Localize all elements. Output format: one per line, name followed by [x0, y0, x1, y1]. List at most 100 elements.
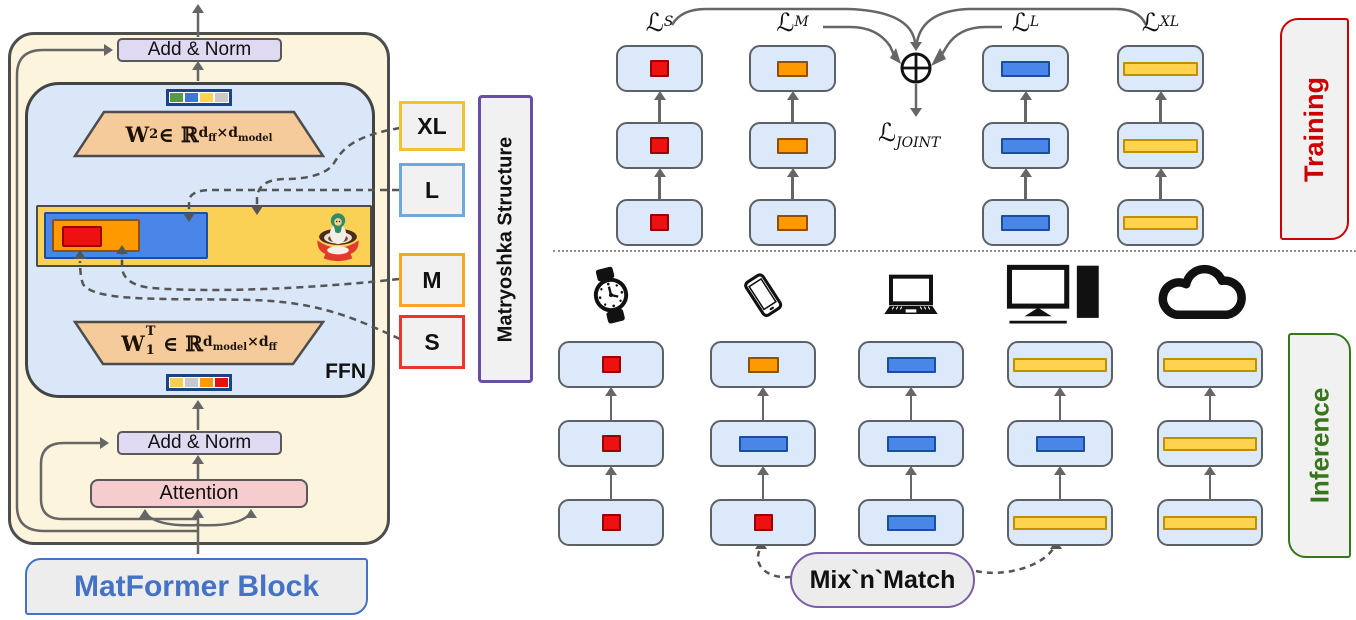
- up-arrow: [1117, 91, 1204, 123]
- granularity-bar-l: [886, 356, 936, 373]
- training-column: [749, 45, 836, 246]
- size-label-text: S: [424, 328, 440, 355]
- model-block-l: [858, 420, 964, 467]
- attention-box: Attention: [90, 479, 308, 508]
- model-block-xl: [1117, 199, 1204, 246]
- up-arrow: [558, 387, 664, 421]
- inference-section-label: Inference: [1304, 387, 1335, 504]
- model-block-s: [710, 499, 816, 546]
- model-block-xl: [1157, 420, 1263, 467]
- inference-column: [858, 341, 964, 546]
- granularity-bar-l: [1001, 60, 1050, 77]
- granularity-bar-m: [777, 60, 808, 77]
- model-block-m: [749, 199, 836, 246]
- granularity-bar-l: [738, 435, 788, 452]
- add-norm-top-label: Add & Norm: [147, 39, 252, 60]
- size-label-s: S: [399, 315, 465, 369]
- matryoshka-structure-box: Matryoshka Structure: [478, 95, 533, 383]
- smartwatch-icon: [584, 266, 638, 324]
- up-arrow: [616, 168, 703, 200]
- granularity-bar-l: [1001, 137, 1050, 154]
- granularity-bar-s: [650, 214, 669, 231]
- loss-wiring: [670, 7, 1148, 108]
- cloud-icon: [1150, 257, 1270, 325]
- training-column: [982, 45, 1069, 246]
- size-label-l: L: [399, 163, 465, 217]
- model-block-l: [982, 45, 1069, 92]
- up-arrow: [616, 91, 703, 123]
- inference-column: [1007, 341, 1113, 546]
- loss-wiring-heads: [890, 42, 946, 117]
- up-arrow: [1157, 387, 1263, 421]
- up-arrow: [558, 466, 664, 500]
- granularity-bar-s: [650, 137, 669, 154]
- matformer-block-title: MatFormer Block: [25, 558, 368, 615]
- inference-column: [710, 341, 816, 546]
- smartphone-icon: [737, 268, 789, 324]
- granularity-bar-m: [747, 356, 779, 373]
- training-section-label: Training: [1299, 76, 1330, 182]
- model-block-xl: [1007, 341, 1113, 388]
- inference-column: [558, 341, 664, 546]
- add-norm-top-box: Add & Norm: [117, 38, 282, 62]
- model-block-xl: [1007, 499, 1113, 546]
- granularity-bar-s: [601, 514, 621, 531]
- training-column: [1117, 45, 1204, 246]
- model-block-l: [710, 420, 816, 467]
- granularity-bar-l: [886, 514, 936, 531]
- size-label-text: XL: [417, 112, 447, 139]
- token-cell: [185, 378, 198, 387]
- model-block-m: [710, 341, 816, 388]
- granularity-bar-s: [601, 435, 621, 452]
- training-section-label-box: Training: [1280, 18, 1349, 240]
- granularity-bar-l: [886, 435, 936, 452]
- granularity-bar-xl: [1013, 357, 1107, 372]
- granularity-bar-m: [777, 214, 808, 231]
- token-cell: [170, 378, 183, 387]
- token-cell: [200, 378, 213, 387]
- granularity-bar-m: [777, 137, 808, 154]
- model-block-l: [858, 341, 964, 388]
- token-strip-top: [166, 89, 232, 106]
- granularity-bar-xl: [1123, 61, 1198, 76]
- granularity-bar-xl: [1013, 515, 1107, 530]
- granularity-bar-l: [1035, 435, 1085, 452]
- model-block-s: [616, 199, 703, 246]
- up-arrow: [1007, 387, 1113, 421]
- joint-loss-label: ℒJOINT: [878, 118, 941, 151]
- model-block-xl: [1117, 45, 1204, 92]
- model-block-s: [558, 420, 664, 467]
- granularity-bar-l: [1001, 214, 1050, 231]
- up-arrow: [749, 168, 836, 200]
- token-strip-bottom: [166, 374, 232, 391]
- up-arrow: [982, 91, 1069, 123]
- up-arrow: [1117, 168, 1204, 200]
- model-block-l: [982, 199, 1069, 246]
- model-block-s: [558, 499, 664, 546]
- model-block-m: [749, 45, 836, 92]
- granularity-bar-xl: [1123, 138, 1198, 153]
- mix-n-match-label: Mix`n`Match: [809, 565, 956, 594]
- granularity-bar-xl: [1163, 515, 1257, 530]
- up-arrow: [710, 466, 816, 500]
- size-label-m: M: [399, 253, 465, 307]
- token-cell: [185, 93, 198, 102]
- model-block-s: [558, 341, 664, 388]
- model-block-l: [1007, 420, 1113, 467]
- model-block-l: [982, 122, 1069, 169]
- matryoshka-doll-icon: [311, 206, 365, 264]
- model-block-s: [616, 122, 703, 169]
- token-cell: [215, 93, 228, 102]
- model-block-xl: [1157, 341, 1263, 388]
- up-arrow: [710, 387, 816, 421]
- training-column: [616, 45, 703, 246]
- up-arrow: [749, 91, 836, 123]
- section-divider: [553, 250, 1356, 252]
- token-cell: [200, 93, 213, 102]
